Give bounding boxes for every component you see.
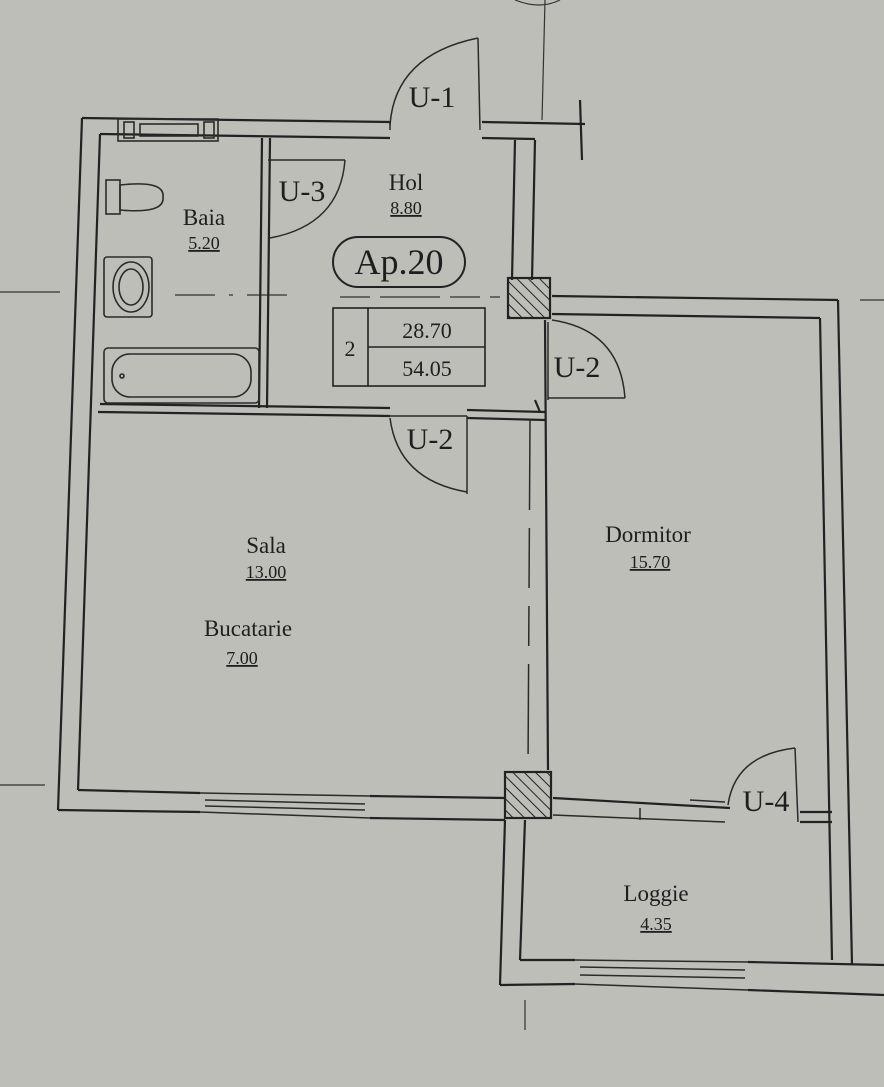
room-name-loggie: Loggie xyxy=(623,881,688,906)
door-label-u1: U-1 xyxy=(409,81,456,114)
area-info-table: 2 28.70 54.05 xyxy=(332,307,486,387)
apartment-label: Ap.20 xyxy=(332,236,466,288)
column-hatched-bottom xyxy=(503,770,553,820)
toilet-fixture xyxy=(105,179,164,215)
room-count: 2 xyxy=(345,336,356,361)
door-label-u2-sala: U-2 xyxy=(407,423,454,456)
room-area-bucatarie: 7.00 xyxy=(226,648,258,668)
door-u3-swing xyxy=(268,159,346,239)
room-area-baia: 5.20 xyxy=(188,233,220,253)
room-area-dormitor: 15.70 xyxy=(630,552,671,572)
outer-walls xyxy=(56,99,884,997)
living-area-value: 28.70 xyxy=(402,318,452,343)
total-area-value: 54.05 xyxy=(402,356,452,381)
room-name-sala: Sala xyxy=(246,533,286,558)
door-label-u3: U-3 xyxy=(279,175,326,208)
room-area-loggie: 4.35 xyxy=(640,914,672,934)
room-area-sala: 13.00 xyxy=(246,562,287,582)
room-name-dormitor: Dormitor xyxy=(605,522,691,547)
bathtub-top-fixture xyxy=(117,118,219,142)
door-u1-swing xyxy=(389,37,481,131)
inner-walls xyxy=(97,137,832,824)
column-hatched-top xyxy=(506,276,552,320)
room-name-baia: Baia xyxy=(183,205,225,230)
bathtub-fixture xyxy=(103,347,260,404)
door-label-u2-hall: U-2 xyxy=(554,351,601,384)
door-u4-swing xyxy=(689,747,799,823)
sink-fixture xyxy=(103,256,153,318)
door-u2-hall-swing xyxy=(547,319,626,400)
room-name-bucatarie: Bucatarie xyxy=(204,616,292,641)
room-name-hol: Hol xyxy=(389,170,424,195)
door-label-u4: U-4 xyxy=(743,785,790,818)
door-u2-sala-swing xyxy=(389,415,468,494)
construction-lines xyxy=(0,0,884,1030)
apartment-label-text: Ap.20 xyxy=(355,242,444,282)
room-area-hol: 8.80 xyxy=(390,198,422,218)
